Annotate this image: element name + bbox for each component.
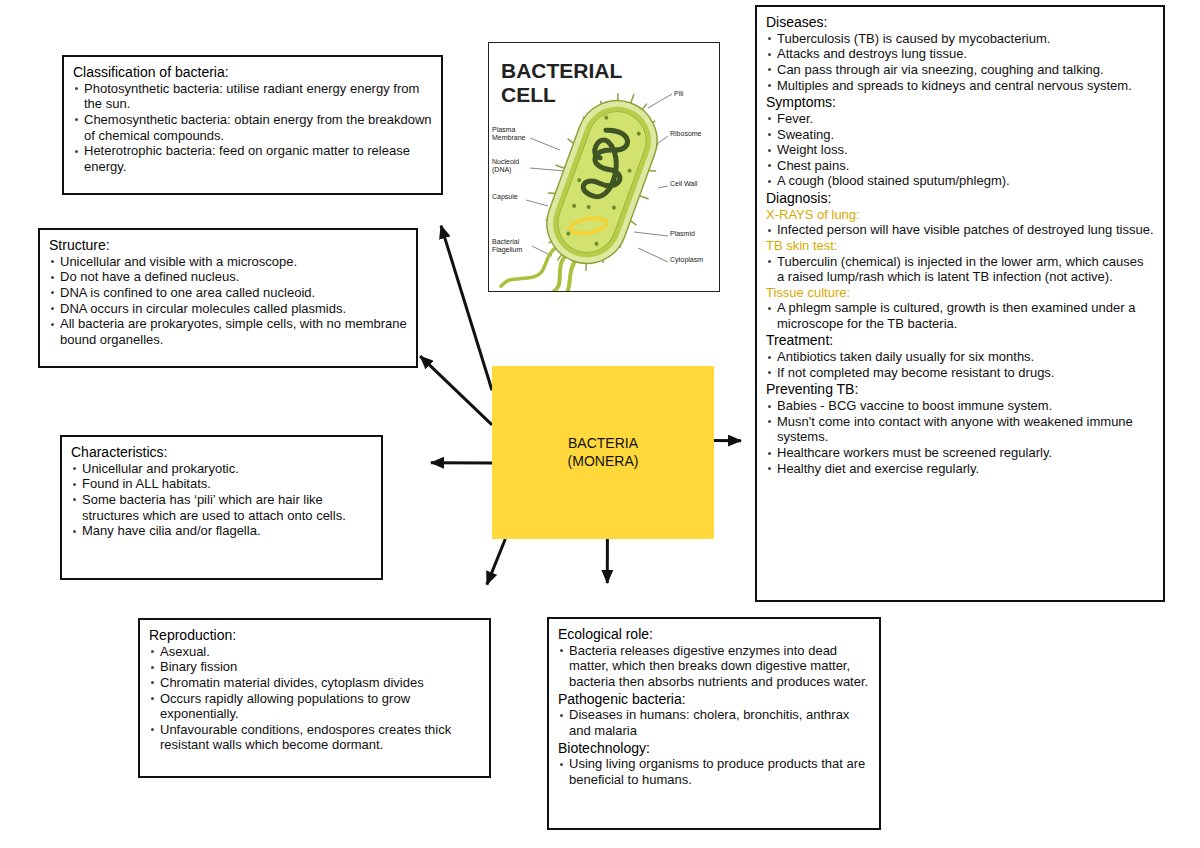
illustration-frame: BACTERIAL CELL xyxy=(488,42,720,292)
topic-box: Diseases:Tuberculosis (TB) is caused by … xyxy=(755,5,1165,602)
part-label: Plasma Membrane xyxy=(492,126,528,141)
bullet-text: Chromatin material divides, cytoplasm di… xyxy=(149,675,480,691)
arrow-connector xyxy=(441,226,492,391)
bullet-text: Unicellular and prokaryotic. xyxy=(71,461,372,477)
section-heading: Diagnosis: xyxy=(766,190,1154,207)
bullet-text: Antibiotics taken daily usually for six … xyxy=(766,349,1154,365)
bullet-text: Weight loss. xyxy=(766,142,1154,158)
bullet-text: Fever. xyxy=(766,111,1154,127)
bullet-text: Infected person will have visible patche… xyxy=(766,222,1154,238)
bullet-text: Using living organisms to produce produc… xyxy=(558,756,870,787)
bullet-text: Photosynthetic bacteria: utilise radiant… xyxy=(73,81,432,112)
pilus-stroke xyxy=(631,95,634,103)
bullet-text: Do not have a defined nucleus. xyxy=(49,269,407,285)
part-label: Plasmid xyxy=(670,230,714,238)
section-heading: Structure: xyxy=(49,237,407,254)
part-label: Capsule xyxy=(492,193,524,201)
section-heading: Classification of bacteria: xyxy=(73,64,432,81)
central-title: BACTERIA (MONERA) xyxy=(557,435,649,470)
arrow-connector xyxy=(431,461,492,464)
arrow-connector xyxy=(606,539,609,583)
section-heading: Reproduction: xyxy=(149,627,480,644)
sub-heading: X-RAYS of lung: xyxy=(766,207,1154,223)
part-label: Pili xyxy=(674,90,714,98)
central-topic: BACTERIA (MONERA) xyxy=(492,366,714,539)
section-heading: Symptoms: xyxy=(766,94,1154,111)
arrow-connector xyxy=(714,439,741,442)
part-label: Cytoplasm xyxy=(670,256,714,264)
section-heading: Pathogenic bacteria: xyxy=(558,691,870,708)
section-heading: Biotechnology: xyxy=(558,740,870,757)
topic-box: Reproduction:Asexual.Binary fissionChrom… xyxy=(138,618,491,778)
bullet-text: Musn't come into contact with anyone wit… xyxy=(766,414,1154,445)
sub-heading: TB skin test: xyxy=(766,238,1154,254)
pilus-stroke xyxy=(640,196,648,199)
bullet-text: Diseases in humans: cholera, bronchitis,… xyxy=(558,707,870,738)
bullet-text: Sweating. xyxy=(766,127,1154,143)
bullet-text: Found in ALL habitats. xyxy=(71,476,372,492)
bullet-text: Binary fission xyxy=(149,659,480,675)
arrow-connector xyxy=(487,539,505,585)
part-label: Cell Wall xyxy=(670,180,714,188)
bullet-text: Bacteria releases digestive enzymes into… xyxy=(558,643,870,690)
bullet-text: Healthcare workers must be screened regu… xyxy=(766,445,1154,461)
bullet-text: Heterotrophic bacteria: feed on organic … xyxy=(73,143,432,174)
bullet-text: Healthy diet and exercise regularly. xyxy=(766,461,1154,477)
part-label: Nucleoid (DNA) xyxy=(492,158,528,173)
figure-title: BACTERIAL CELL xyxy=(501,59,631,106)
topic-box: Classification of bacteria:Photosyntheti… xyxy=(62,55,443,195)
bullet-text: Chemosynthetic bacteria: obtain energy f… xyxy=(73,112,432,143)
section-heading: Characteristics: xyxy=(71,444,372,461)
bullet-text: Tuberculin (chemical) is injected in the… xyxy=(766,254,1154,285)
bullet-text: A cough (blood stained sputum/phlegm). xyxy=(766,173,1154,189)
sub-heading: Tissue culture: xyxy=(766,285,1154,301)
topic-box: Structure:Unicellular and visible with a… xyxy=(38,228,418,368)
bullet-text: A phlegm sample is cultured, growth is t… xyxy=(766,300,1154,331)
bullet-text: Tuberculosis (TB) is caused by mycobacte… xyxy=(766,31,1154,47)
bullet-text: DNA occurs in circular molecules called … xyxy=(49,301,407,317)
bullet-text: Unicellular and visible with a microscop… xyxy=(49,254,407,270)
bullet-text: DNA is confined to one area called nucle… xyxy=(49,285,407,301)
arrow-connector xyxy=(420,356,492,425)
section-heading: Treatment: xyxy=(766,332,1154,349)
bullet-text: Asexual. xyxy=(149,644,480,660)
cell-body xyxy=(492,74,680,292)
bullet-text: Babies - BCG vaccine to boost immune sys… xyxy=(766,398,1154,414)
pilus-stroke xyxy=(556,165,564,168)
bullet-text: Chest pains. xyxy=(766,158,1154,174)
bullet-text: Unfavourable conditions, endospores crea… xyxy=(149,722,480,753)
bullet-text: Attacks and destroys lung tissue. xyxy=(766,46,1154,62)
part-label: Bacterial Flagellum xyxy=(492,238,532,253)
part-label: Ribosome xyxy=(670,130,714,138)
section-heading: Preventing TB: xyxy=(766,381,1154,398)
topic-box: Ecological role:Bacteria releases digest… xyxy=(547,617,881,830)
section-heading: Diseases: xyxy=(766,14,1154,31)
bullet-text: All bacteria are prokaryotes, simple cel… xyxy=(49,316,407,347)
bullet-text: Can pass through air via sneezing, cough… xyxy=(766,62,1154,78)
topic-box: Characteristics:Unicellular and prokaryo… xyxy=(60,435,383,580)
bullet-text: Occurs rapidly allowing populations to g… xyxy=(149,691,480,722)
bullet-text: Some bacteria has ‘pili’ which are hair … xyxy=(71,492,372,523)
bullet-text: Multiples and spreads to kidneys and cen… xyxy=(766,78,1154,94)
section-heading: Ecological role: xyxy=(558,626,870,643)
bullet-text: If not completed may become resistant to… xyxy=(766,365,1154,381)
bullet-text: Many have cilia and/or flagella. xyxy=(71,523,372,539)
